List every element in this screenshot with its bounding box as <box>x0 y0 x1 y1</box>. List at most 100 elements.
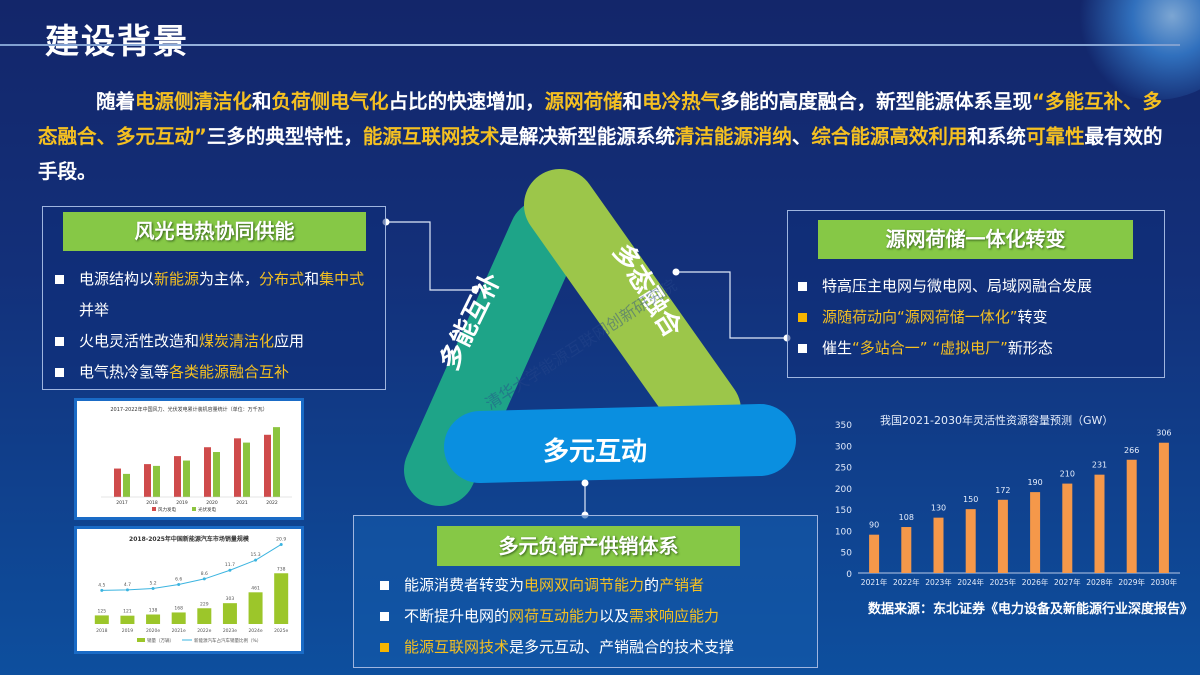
bar <box>123 473 130 497</box>
text-segment: 是多元互动、产销融合的技术支撑 <box>509 638 735 656</box>
legend-swatch <box>137 638 145 642</box>
bullet-square-icon <box>380 643 389 652</box>
chart-flexible-resources: 050100150200250300350902021年1082022年1302… <box>835 421 1180 587</box>
bar <box>1030 492 1041 573</box>
list-item: 源随荷动向“源网荷储一体化”转变 <box>792 302 1162 333</box>
highlight-text: 源网荷储 <box>544 90 623 113</box>
legend-label: 销量（万辆） <box>147 637 174 644</box>
y-tick-label: 150 <box>835 506 852 516</box>
bar <box>243 442 250 497</box>
highlight-text: 煤炭清洁化 <box>199 332 275 350</box>
x-tick-label: 2028年 <box>1086 577 1113 587</box>
y-tick-label: 200 <box>835 485 852 495</box>
x-tick-label: 2025e <box>274 628 288 634</box>
data-label: 210 <box>1060 470 1075 479</box>
data-label: 168 <box>174 605 183 611</box>
text-segment: 和 <box>304 270 320 288</box>
highlight-text: 清洁能源消纳 <box>674 125 792 148</box>
x-tick-label: 2021 <box>236 500 248 506</box>
legend-label: 风力发电 <box>158 506 176 513</box>
chart-nev-sales: 2018-2025年中国新能源汽车市场销量规模1254.520181214.72… <box>94 535 289 644</box>
bar <box>94 615 109 624</box>
highlight-text: 集中式 <box>319 270 365 288</box>
line-point <box>202 577 206 581</box>
highlight-text: “多能互补、多态融合、多元互动” <box>38 90 1162 148</box>
list-item: 电源结构以新能源为主体，分布式和集中式并举 <box>49 264 369 326</box>
list-item: 特高压主电网与微电网、局域网融合发展 <box>792 271 1162 302</box>
bullet-square-icon <box>380 581 389 590</box>
line-point <box>228 568 232 572</box>
text-segment: 转变 <box>1017 308 1048 326</box>
data-label: 229 <box>200 601 209 607</box>
line-point <box>125 588 129 592</box>
bullet-square-icon <box>380 612 389 621</box>
data-label: 108 <box>899 513 914 522</box>
list-item: 能源消费者转变为电网双向调节能力的产销者 <box>374 570 814 601</box>
bullet-list: 能源消费者转变为电网双向调节能力的产销者不断提升电网的网荷互动能力以及需求响应能… <box>374 570 814 663</box>
data-label: 90 <box>869 521 879 530</box>
bullet-square-icon <box>798 344 807 353</box>
legend-label: 新能源汽车占汽车销量比例（%） <box>194 637 261 644</box>
data-label: 303 <box>226 596 235 602</box>
x-tick-label: 2018 <box>96 628 108 634</box>
bar <box>153 465 160 497</box>
data-label: 11.7 <box>225 562 235 568</box>
text-segment: 为主体， <box>199 270 260 288</box>
data-label: 266 <box>1124 446 1139 455</box>
bullet-list: 特高压主电网与微电网、局域网融合发展源随荷动向“源网荷储一体化”转变催生“多站合… <box>792 271 1162 364</box>
legend-swatch <box>192 507 196 511</box>
x-tick-label: 2025年 <box>990 577 1017 587</box>
highlight-text: 电网双向调节能力 <box>524 576 645 594</box>
bar <box>1062 483 1073 573</box>
data-label: 8.6 <box>201 571 208 577</box>
box-title: 多元负荷产供销体系 <box>437 526 740 566</box>
highlight-text: 源随荷动向“源网荷储一体化” <box>822 308 1018 326</box>
page-title: 建设背景 <box>45 22 189 62</box>
x-tick-label: 2024年 <box>957 577 984 587</box>
chart-title: 我国2021-2030年灵活性资源容量预测（GW） <box>880 414 1114 427</box>
data-label: 172 <box>995 486 1010 495</box>
line-point <box>254 558 258 562</box>
x-tick-label: 2027年 <box>1054 577 1081 587</box>
triangle-label-bottom: 多元互动 <box>543 437 647 467</box>
text-segment: 多能的高度融合，新型能源体系呈现 <box>720 90 1033 113</box>
data-label: 4.5 <box>98 582 105 588</box>
x-tick-label: 2017 <box>116 500 128 506</box>
text-segment: 和系统 <box>967 125 1026 148</box>
text-segment: 催生 <box>822 339 853 357</box>
x-tick-label: 2021年 <box>861 577 888 587</box>
line-point <box>177 583 181 587</box>
data-label: 4.7 <box>124 582 131 588</box>
bullet-square-icon <box>55 275 64 284</box>
highlight-text: 负荷侧电气化 <box>271 90 389 113</box>
x-tick-label: 2019 <box>176 500 188 506</box>
highlight-text: 能源互联网技术 <box>404 638 510 656</box>
data-label: 130 <box>931 504 946 513</box>
y-tick-label: 0 <box>846 570 852 580</box>
x-tick-label: 2019 <box>122 628 134 634</box>
x-tick-label: 2023e <box>223 628 237 634</box>
text-segment: 最有效的手段。 <box>38 125 1163 183</box>
highlight-text: 各类能源融合互补 <box>169 363 290 381</box>
x-tick-label: 2024e <box>248 628 262 634</box>
bullet-square-icon <box>55 368 64 377</box>
x-tick-label: 2022 <box>266 500 278 506</box>
text-segment: 占比的快速增加， <box>388 90 545 113</box>
bullet-square-icon <box>55 337 64 346</box>
highlight-text: 新能源 <box>154 270 200 288</box>
y-tick-label: 350 <box>835 421 852 431</box>
x-tick-label: 2022e <box>197 628 211 634</box>
bar <box>171 612 186 624</box>
bar <box>933 517 944 573</box>
data-label: 5.2 <box>149 580 156 586</box>
x-tick-label: 2020e <box>146 628 160 634</box>
legend-swatch <box>152 507 156 511</box>
text-segment: 以及 <box>599 607 630 625</box>
text-segment: 并举 <box>79 301 110 319</box>
list-item: 电气热冷氢等各类能源融合互补 <box>49 357 369 388</box>
bar <box>264 434 271 497</box>
bullet-square-icon <box>798 282 807 291</box>
data-label: 6.6 <box>175 577 182 583</box>
